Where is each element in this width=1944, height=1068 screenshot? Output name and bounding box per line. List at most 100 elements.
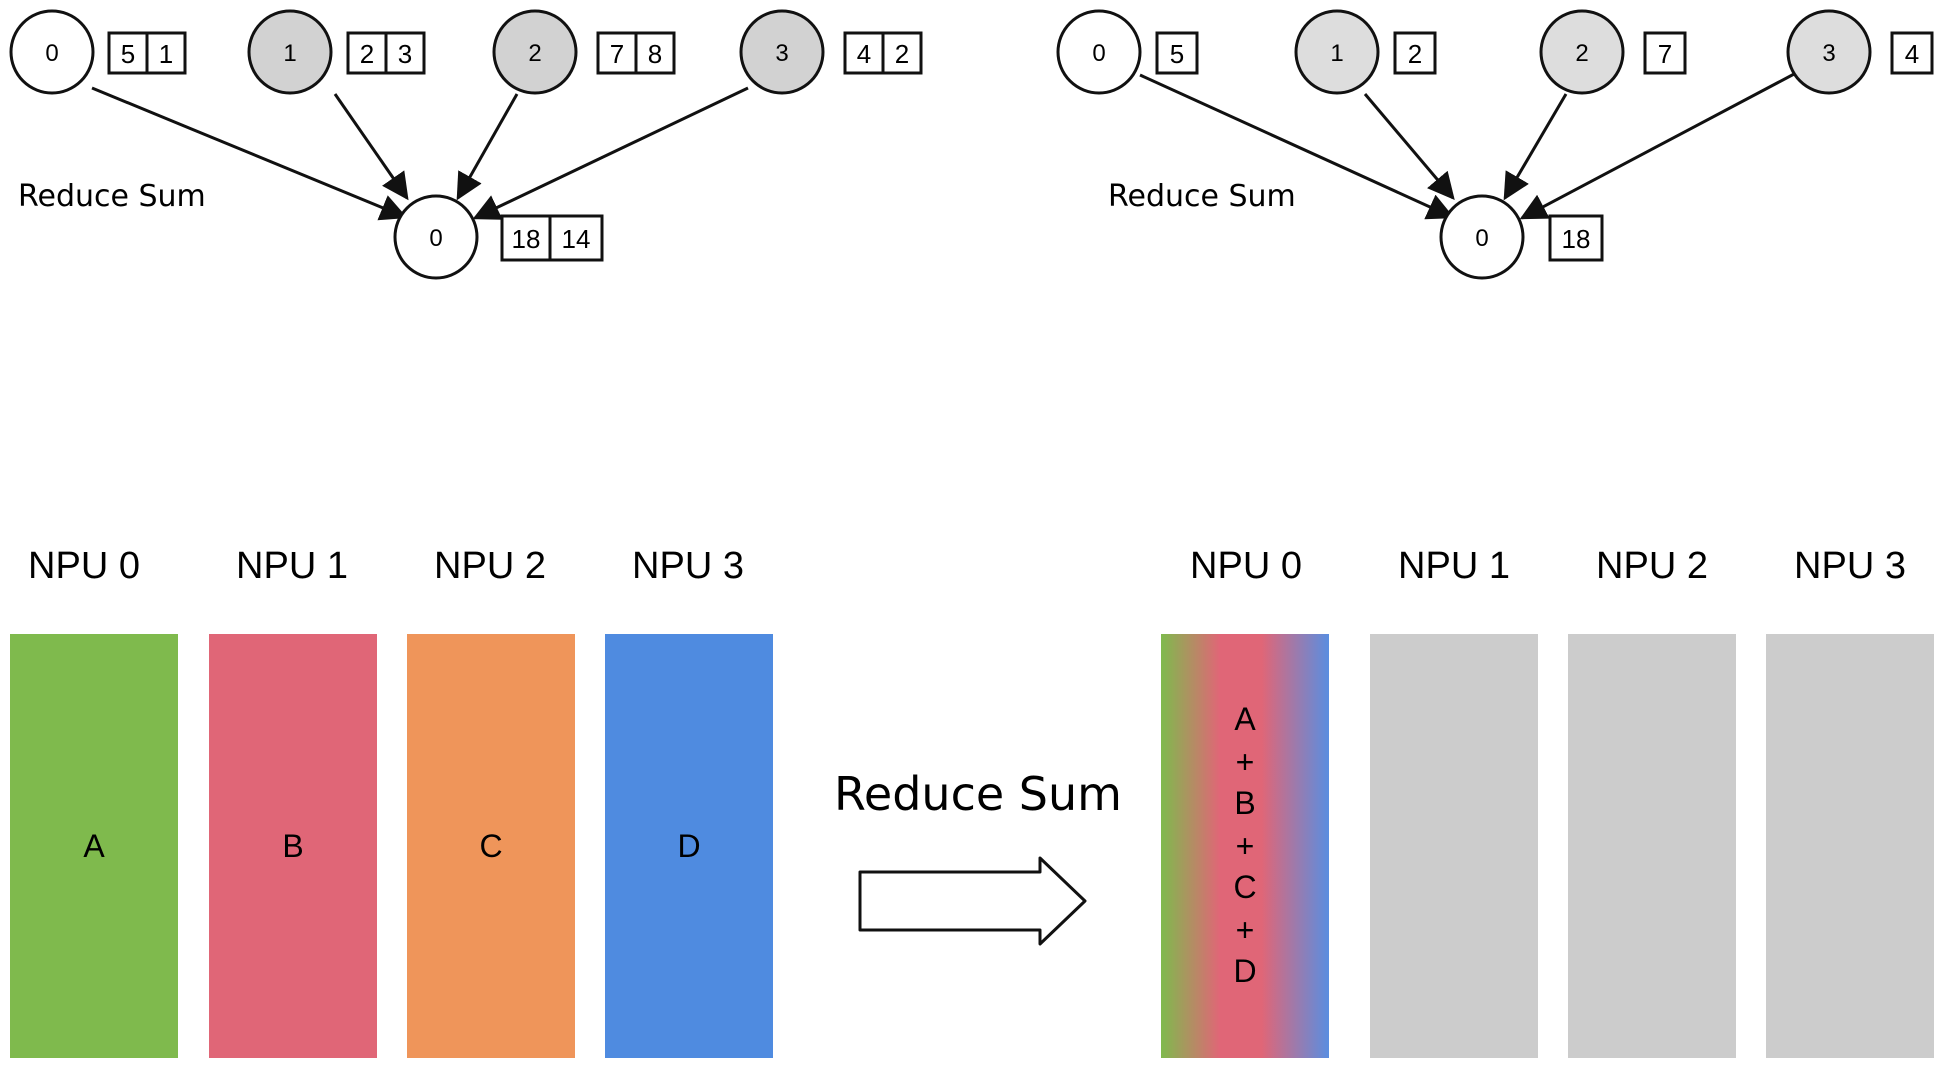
right-edge-2 — [1503, 93, 1568, 201]
after-npu0-bar — [1161, 634, 1329, 1058]
before-npu3-label: NPU 3 — [632, 545, 744, 587]
after-npu1-label: NPU 1 — [1398, 545, 1510, 587]
right-tree-edges — [1139, 71, 1797, 220]
right-node-3: 3 4 — [1786, 9, 1934, 95]
after-npu2-bar — [1568, 634, 1736, 1058]
value-text: 2 — [895, 39, 909, 69]
value-text: 1 — [159, 39, 173, 69]
left-tree-caption: Reduce Sum — [18, 179, 206, 214]
value-text: 2 — [360, 39, 374, 69]
value-box — [634, 31, 676, 75]
after-npu0-content-1: + — [1236, 744, 1255, 780]
value-box — [1155, 31, 1199, 75]
left-node-3: 3 4 2 — [739, 9, 923, 95]
left-edge-3 — [472, 86, 749, 220]
value-text: 4 — [857, 39, 871, 69]
node-label: 3 — [1822, 40, 1835, 67]
node-label: 0 — [1475, 225, 1488, 252]
node-label: 0 — [45, 40, 58, 67]
value-text: 18 — [512, 224, 541, 254]
right-node-1: 1 2 — [1294, 9, 1437, 95]
value-box — [1643, 31, 1687, 75]
left-edge-2 — [456, 93, 519, 201]
value-box — [1890, 31, 1934, 75]
value-text: 3 — [398, 39, 412, 69]
node-circle — [492, 9, 578, 95]
after-npu3-label: NPU 3 — [1794, 545, 1906, 587]
left-edge-1 — [333, 93, 409, 201]
left-node-1: 1 2 3 — [247, 9, 426, 95]
value-box — [145, 31, 187, 75]
node-circle — [1439, 194, 1525, 280]
after-npu0-content-5: + — [1236, 912, 1255, 948]
after-npu0-content-0: A — [1234, 701, 1256, 737]
left-edge-0 — [91, 86, 408, 221]
value-box — [881, 31, 923, 75]
value-text: 2 — [1408, 39, 1422, 69]
before-npu-group: NPU 0 NPU 1 NPU 2 NPU 3 A B C D — [10, 545, 773, 1058]
after-npu2-label: NPU 2 — [1596, 545, 1708, 587]
node-label: 1 — [1330, 40, 1343, 67]
value-text: 4 — [1905, 39, 1919, 69]
value-box — [384, 31, 426, 75]
right-node-2: 2 7 — [1539, 9, 1687, 95]
value-text: 14 — [562, 224, 591, 254]
after-npu3-bar — [1766, 634, 1934, 1058]
node-circle — [9, 9, 95, 95]
before-npu0-label: NPU 0 — [28, 545, 140, 587]
before-npu0-content: A — [83, 828, 105, 864]
right-edge-0 — [1139, 73, 1455, 220]
value-box — [1393, 31, 1437, 75]
after-npu0-content-2: B — [1234, 785, 1255, 821]
right-node-0: 0 5 — [1056, 9, 1199, 95]
node-circle — [1786, 9, 1872, 95]
before-npu2-content: C — [479, 828, 502, 864]
node-circle — [1056, 9, 1142, 95]
node-label: 3 — [775, 40, 788, 67]
left-node-2: 2 7 8 — [492, 9, 676, 95]
before-npu1-bar — [209, 634, 377, 1058]
after-npu0-content-3: + — [1236, 828, 1255, 864]
node-circle — [247, 9, 333, 95]
value-text: 7 — [1658, 39, 1672, 69]
left-tree-edges — [91, 86, 749, 221]
right-tree-caption: Reduce Sum — [1108, 179, 1296, 214]
operation-label: Reduce Sum — [834, 767, 1122, 821]
reduce-sum-operation: Reduce Sum — [834, 767, 1122, 946]
before-npu1-content: B — [282, 828, 303, 864]
after-npu0-content-4: C — [1233, 869, 1256, 905]
left-node-0: 0 5 1 — [9, 9, 187, 95]
value-box — [1548, 214, 1604, 262]
left-reduce-tree: Reduce Sum 0 5 1 1 2 3 2 — [9, 9, 923, 280]
value-text: 5 — [1170, 39, 1184, 69]
right-edge-3 — [1519, 71, 1797, 220]
value-box — [548, 214, 604, 262]
before-npu3-content: D — [677, 828, 700, 864]
value-text: 18 — [1562, 224, 1591, 254]
after-npu0-label: NPU 0 — [1190, 545, 1302, 587]
node-circle — [1539, 9, 1625, 95]
node-circle — [1294, 9, 1380, 95]
right-edge-1 — [1363, 93, 1455, 201]
before-npu0-bar — [10, 634, 178, 1058]
value-text: 7 — [610, 39, 624, 69]
before-npu3-bar — [605, 634, 773, 1058]
after-npu1-bar — [1370, 634, 1538, 1058]
right-target-node: 0 18 — [1439, 194, 1604, 280]
after-npu-group: NPU 0 NPU 1 NPU 2 NPU 3 A + B + C + D — [1161, 545, 1934, 1058]
left-target-node: 0 18 14 — [393, 194, 604, 280]
node-circle — [393, 194, 479, 280]
before-npu2-label: NPU 2 — [434, 545, 546, 587]
value-text: 8 — [648, 39, 662, 69]
before-npu1-label: NPU 1 — [236, 545, 348, 587]
right-arrow-icon — [858, 856, 1087, 946]
node-label: 2 — [528, 40, 541, 67]
node-label: 0 — [1092, 40, 1105, 67]
node-circle — [739, 9, 825, 95]
right-reduce-tree: Reduce Sum 0 5 1 2 2 7 3 — [1056, 9, 1934, 280]
value-text: 5 — [121, 39, 135, 69]
before-npu2-bar — [407, 634, 575, 1058]
node-label: 1 — [283, 40, 296, 67]
node-label: 2 — [1575, 40, 1588, 67]
